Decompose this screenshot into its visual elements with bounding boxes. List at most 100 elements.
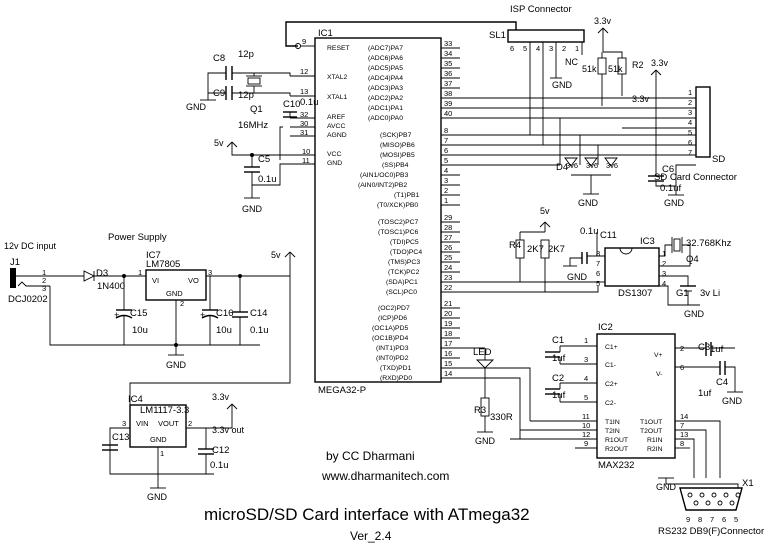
- sd-ref: SD: [712, 154, 725, 165]
- vcc-label-c5: 5v: [214, 138, 224, 148]
- ic2-pin-11: 11: [582, 412, 590, 421]
- db9-pin-5: 5: [734, 515, 738, 524]
- ic2-pin-9: 9: [584, 439, 588, 448]
- c14-ref: C14: [250, 308, 267, 319]
- regulator-lm7805: Power Supply D3 1N400 IC7 LM7805 VI VO G…: [60, 232, 296, 428]
- ic1-port-b: (SCK)PB7 (MISO)PB6 (MOSI)PB5 (SS)PB4 (AI…: [358, 126, 460, 209]
- ic2-pin-4: 4: [584, 374, 588, 383]
- ic1-pin-8: 8: [444, 126, 448, 135]
- ic2-ref: IC2: [598, 322, 613, 333]
- ic2-r1out: R1OUT: [605, 437, 628, 444]
- ic1-pin-10: 10: [302, 147, 310, 156]
- c12-ref: C12: [212, 445, 229, 456]
- ic7-pin-2: 2: [180, 299, 184, 308]
- c16-value: 10u: [216, 325, 232, 336]
- dc-jack-j1: 12v DC input J1 DCJ0202 1 2 3: [4, 241, 260, 346]
- ic1-pb1: (T1)PB1: [394, 192, 420, 199]
- c15-plus: +: [114, 310, 119, 320]
- c9-ref: C9: [213, 88, 225, 99]
- d5-value: 3v6: [586, 161, 598, 170]
- sd-pin-6: 6: [688, 138, 692, 147]
- ic2-pin-8: 8: [680, 439, 684, 448]
- ic1-pd3: (INT1)PD3: [376, 345, 409, 352]
- ic1-pin-2: 2: [444, 186, 448, 195]
- isp-ref: SL1: [489, 30, 506, 41]
- ic2-part: MAX232: [598, 460, 634, 471]
- q4-ref: Q4: [686, 254, 699, 265]
- isp-pin-4: 4: [536, 44, 540, 53]
- v33-label-top: 3.3v: [594, 16, 612, 26]
- c4-value: 1uf: [698, 388, 712, 399]
- r5-value: 2K7: [548, 244, 565, 255]
- c5-value: 0.1u: [258, 174, 277, 185]
- gnd-label-zener: GND: [578, 198, 599, 208]
- ic2-c2p: C2+: [605, 381, 618, 388]
- ic1-pin-36: 36: [444, 69, 452, 78]
- ic4-vin: VIN: [136, 419, 149, 428]
- ic1-port-a: (ADC7)PA7 (ADC6)PA6 (ADC5)PA5 (ADC4)PA4 …: [368, 39, 460, 122]
- ic7-vo: VO: [188, 276, 199, 285]
- ic2-pin-10: 10: [582, 421, 590, 430]
- ic1-pd1: (TXD)PD1: [380, 365, 412, 372]
- ic1-pc0: (SCL)PC0: [386, 289, 417, 296]
- ic1-pc2: (TCK)PC2: [388, 269, 420, 276]
- ic1-pin-34: 34: [444, 49, 452, 58]
- ic1-pin-9: 9: [302, 37, 306, 46]
- ic1-pd6: (ICP)PD6: [378, 315, 407, 322]
- gnd-label-battery: GND: [684, 309, 705, 319]
- r4-value: 2K7: [527, 244, 544, 255]
- ic3-pin-3: 3: [662, 269, 666, 278]
- d6-value: 3v6: [606, 161, 618, 170]
- d4-value: 3v6: [566, 161, 578, 170]
- ic1-pb0: (T0/XCK)PB0: [377, 202, 418, 209]
- j1-pin-3: 3: [42, 284, 46, 293]
- ic7-part: LM7805: [146, 259, 180, 270]
- c5-decoupling: 5v C5 0.1u GND: [214, 138, 290, 214]
- ic1-pd7: (OC2)PD7: [378, 305, 410, 312]
- ic2-t1out: T1OUT: [640, 419, 662, 426]
- website-url: www.dharmanitech.com: [321, 469, 449, 483]
- dc-input-label: 12v DC input: [4, 241, 57, 251]
- ic3-ref: IC3: [640, 236, 655, 247]
- vcc-label-reg: 5v: [271, 250, 281, 260]
- c8-value: 12p: [238, 49, 254, 60]
- ic1-pin-3: 3: [444, 176, 448, 185]
- vcc-label-rtc: 5v: [540, 206, 550, 216]
- ic7-pin-3: 3: [208, 268, 212, 277]
- ic1-pb4: (SS)PB4: [382, 162, 409, 169]
- ic7-pin-1: 1: [138, 268, 142, 277]
- ic3-pin-4: 4: [662, 279, 666, 288]
- ic1-sig-xtal2: XTAL2: [327, 74, 347, 81]
- gnd-label-max232: GND: [722, 396, 743, 406]
- ic1-pin-35: 35: [444, 59, 452, 68]
- v33-label-sd-top: 3.3v: [651, 58, 669, 68]
- c13-ref: C13: [112, 432, 129, 443]
- isp-pin-2: 2: [562, 44, 566, 53]
- ic1-pin-24: 24: [444, 263, 452, 272]
- ic3-part: DS1307: [618, 288, 652, 299]
- ic1-pin-32: 32: [300, 110, 308, 119]
- c5-ref: C5: [258, 154, 270, 165]
- db9-pin-8: 8: [698, 515, 702, 524]
- ic2-c1m: C1-: [605, 362, 616, 369]
- ic1-pin-13: 13: [300, 87, 308, 96]
- c11-ref: C11: [600, 230, 617, 241]
- ic1-pin-14: 14: [444, 369, 452, 378]
- ic4-pin-1: 1: [160, 449, 164, 458]
- schematic-title: microSD/SD Card interface with ATmega32: [204, 505, 530, 524]
- r3-value: 330R: [490, 412, 513, 423]
- sd-pin-3: 3: [688, 108, 692, 117]
- d4-ref: D4: [556, 162, 568, 173]
- c1-value: 1uf: [552, 353, 566, 364]
- ic1-part: MEGA32-P: [318, 385, 366, 396]
- c12-value: 0.1u: [210, 460, 229, 471]
- gnd-label-isp: GND: [552, 80, 573, 90]
- ic1-pc5: (TDI)PC5: [390, 239, 419, 246]
- ic2-pin-12: 12: [582, 430, 590, 439]
- ic1-pd5: (OC1A)PD5: [372, 325, 408, 332]
- db9-ref: X1: [742, 478, 754, 489]
- c10-value: 0.1u: [300, 97, 319, 108]
- gnd-label-c6: GND: [664, 198, 685, 208]
- q4-value: 32.768Khz: [686, 238, 732, 249]
